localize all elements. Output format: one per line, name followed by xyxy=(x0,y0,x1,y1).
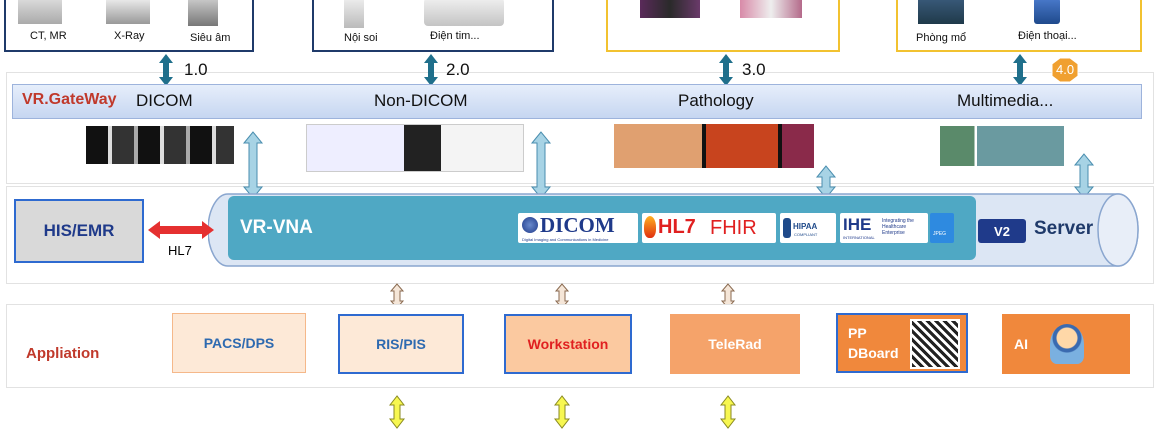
jpeg-logo-text: JPEG xyxy=(933,231,947,237)
microscope-image xyxy=(640,0,700,18)
telerad-box: TeleRad xyxy=(670,314,800,374)
hl7-logo-text: HL7 xyxy=(658,216,696,238)
fhir-logo-text: FHIR xyxy=(710,217,757,239)
bottom-arrows xyxy=(388,395,737,429)
vna-app-arrows xyxy=(389,283,736,309)
device-label-operating-room: Phòng mổ xyxy=(916,32,967,44)
device-group-pathology xyxy=(606,0,840,52)
version-arrows xyxy=(159,54,1079,86)
his-emr-box: HIS/EMR xyxy=(14,199,144,263)
ultrasound-image xyxy=(188,0,218,26)
dicom-logo-tagline: Digital Imaging and Communications in Me… xyxy=(522,237,609,242)
ai-assistant-icon xyxy=(1050,324,1084,364)
device-label-endoscopy: Nội soi xyxy=(344,32,378,44)
phone-image xyxy=(1034,0,1060,24)
ecg-image xyxy=(424,0,504,26)
pacs-dps-box: PACS/DPS xyxy=(172,313,306,373)
gateway-pathology: Pathology xyxy=(678,91,754,110)
pacs-dps-label: PACS/DPS xyxy=(203,335,275,351)
gateway-bar xyxy=(12,84,1142,119)
device-label-ultrasound: Siêu âm xyxy=(190,32,231,44)
connector-arrow-dicom xyxy=(242,131,264,199)
pp-dboard-line2: DBoard xyxy=(848,345,899,361)
device-label-ecg: Điện tim... xyxy=(430,30,480,42)
version-4: 4.0 xyxy=(1056,62,1075,77)
double-arrow-2 xyxy=(424,54,438,86)
bottom-arrow-ris xyxy=(388,395,406,429)
qr-code-icon xyxy=(910,319,960,369)
pp-dboard-box: PP DBoard xyxy=(836,313,968,373)
jpeg-logo: JPEG xyxy=(930,213,954,243)
telerad-label: TeleRad xyxy=(708,336,762,352)
hl7-arrow-icon xyxy=(148,221,214,239)
ihe-logo: IHE INTERNATIONAL Integrating the Health… xyxy=(840,213,928,243)
gateway-dicom: DICOM xyxy=(136,91,193,110)
pathology-screen-image xyxy=(740,0,802,18)
gateway-multimedia: Multimedia... xyxy=(957,91,1054,110)
hl7-double-arrow xyxy=(148,221,214,239)
v2-logo: V2 xyxy=(978,219,1026,243)
double-arrow-1 xyxy=(159,54,173,86)
hl7-link-label: HL7 xyxy=(168,243,192,258)
hl7-fhir-logo: HL7 FHIR xyxy=(642,213,776,243)
ris-pis-label: RIS/PIS xyxy=(376,336,426,352)
dicom-images-strip xyxy=(86,126,234,164)
dicom-logo-text: DICOM xyxy=(540,213,615,237)
multimedia-images-strip xyxy=(940,126,1064,166)
v2-logo-text: V2 xyxy=(994,223,1010,239)
device-label-xray: X-Ray xyxy=(114,30,145,42)
endoscope-image xyxy=(344,0,364,28)
operating-room-image xyxy=(918,0,964,24)
server-label: Server xyxy=(1034,218,1094,239)
gateway-non-dicom: Non-DICOM xyxy=(374,91,468,110)
application-row-label: Appliation xyxy=(26,345,100,362)
pathology-images-strip xyxy=(614,124,814,168)
xray-image xyxy=(106,0,150,24)
version-badge-4 xyxy=(1051,57,1079,83)
his-emr-label: HIS/EMR xyxy=(43,221,115,240)
device-group-nondicom: Nội soi Điện tim... xyxy=(312,0,554,52)
ai-box: AI xyxy=(1002,314,1130,374)
ct-scanner-image xyxy=(18,0,62,24)
pp-dboard-line1: PP xyxy=(848,325,867,341)
device-group-multimedia: Phòng mổ Điện thoại... xyxy=(896,0,1142,52)
ai-label: AI xyxy=(1014,336,1028,352)
hipaa-logo-text: HIPAA xyxy=(793,222,818,231)
bottom-arrow-telerad xyxy=(719,395,737,429)
version-2: 2.0 xyxy=(446,60,470,79)
workstation-box: Workstation xyxy=(504,314,632,374)
bottom-arrow-workstation xyxy=(553,395,571,429)
nondicom-images-strip xyxy=(306,124,524,172)
flame-icon xyxy=(644,216,656,238)
ihe-logo-desc: Integrating the Healthcare Enterprise xyxy=(882,218,914,236)
device-label-phone: Điện thoại... xyxy=(1018,30,1077,42)
caduceus-icon xyxy=(783,218,791,238)
hipaa-logo: HIPAA COMPLIANT xyxy=(780,213,836,243)
version-3: 3.0 xyxy=(742,60,766,79)
workstation-label: Workstation xyxy=(527,336,609,352)
ihe-logo-sub: INTERNATIONAL xyxy=(843,235,875,240)
connector-arrow-nondicom xyxy=(530,131,552,199)
ris-pis-box: RIS/PIS xyxy=(338,314,464,374)
vna-title: VR-VNA xyxy=(240,217,313,238)
double-arrow-3 xyxy=(719,54,733,86)
gateway-brand: VR.GateWay xyxy=(22,91,117,108)
dicom-globe-icon xyxy=(522,217,538,233)
dicom-logo: DICOM Digital Imaging and Communications… xyxy=(518,213,638,243)
double-arrow-4 xyxy=(1013,54,1027,86)
device-group-imaging: CT, MR X-Ray Siêu âm xyxy=(4,0,254,52)
pp-dboard-label: PP DBoard xyxy=(848,323,899,363)
device-label-ct-mr: CT, MR xyxy=(30,30,67,42)
hipaa-logo-sub: COMPLIANT xyxy=(794,232,818,237)
ihe-logo-text: IHE xyxy=(843,215,872,234)
version-1: 1.0 xyxy=(184,60,208,79)
